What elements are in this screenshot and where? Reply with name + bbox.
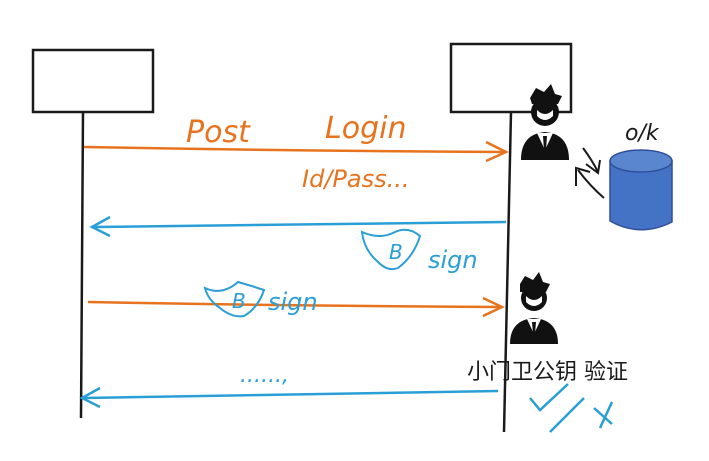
shield-letter: B <box>389 240 403 264</box>
sign-label: sign <box>268 288 318 316</box>
shield-letter: B <box>232 289 246 313</box>
database-cylinder-icon <box>609 149 673 231</box>
sign-response-arrow <box>89 215 507 238</box>
person-icon <box>510 272 558 344</box>
person-icon <box>521 84 569 160</box>
client-box <box>31 48 155 114</box>
shield-icon <box>203 280 266 318</box>
server-lifeline <box>502 111 513 433</box>
sign-label: sign <box>428 246 478 274</box>
cross-icon <box>593 401 614 429</box>
post-label: Post <box>186 115 251 150</box>
shield-icon <box>360 228 422 271</box>
server-caption: 小门卫公钥 验证 <box>467 360 628 385</box>
ellipsis-label: ......, <box>240 363 289 388</box>
credentials-label: Id/Pass... <box>302 165 409 193</box>
check-icon <box>529 383 585 433</box>
query-arrow <box>582 147 601 175</box>
signed-request-arrow <box>87 296 505 318</box>
login-label: Login <box>325 111 406 146</box>
database-status-label: o/k <box>625 121 660 146</box>
client-lifeline <box>79 111 85 419</box>
login-request-arrow <box>83 140 509 163</box>
reply-arrow <box>575 166 605 199</box>
ellipsis-response-arrow <box>79 386 499 409</box>
